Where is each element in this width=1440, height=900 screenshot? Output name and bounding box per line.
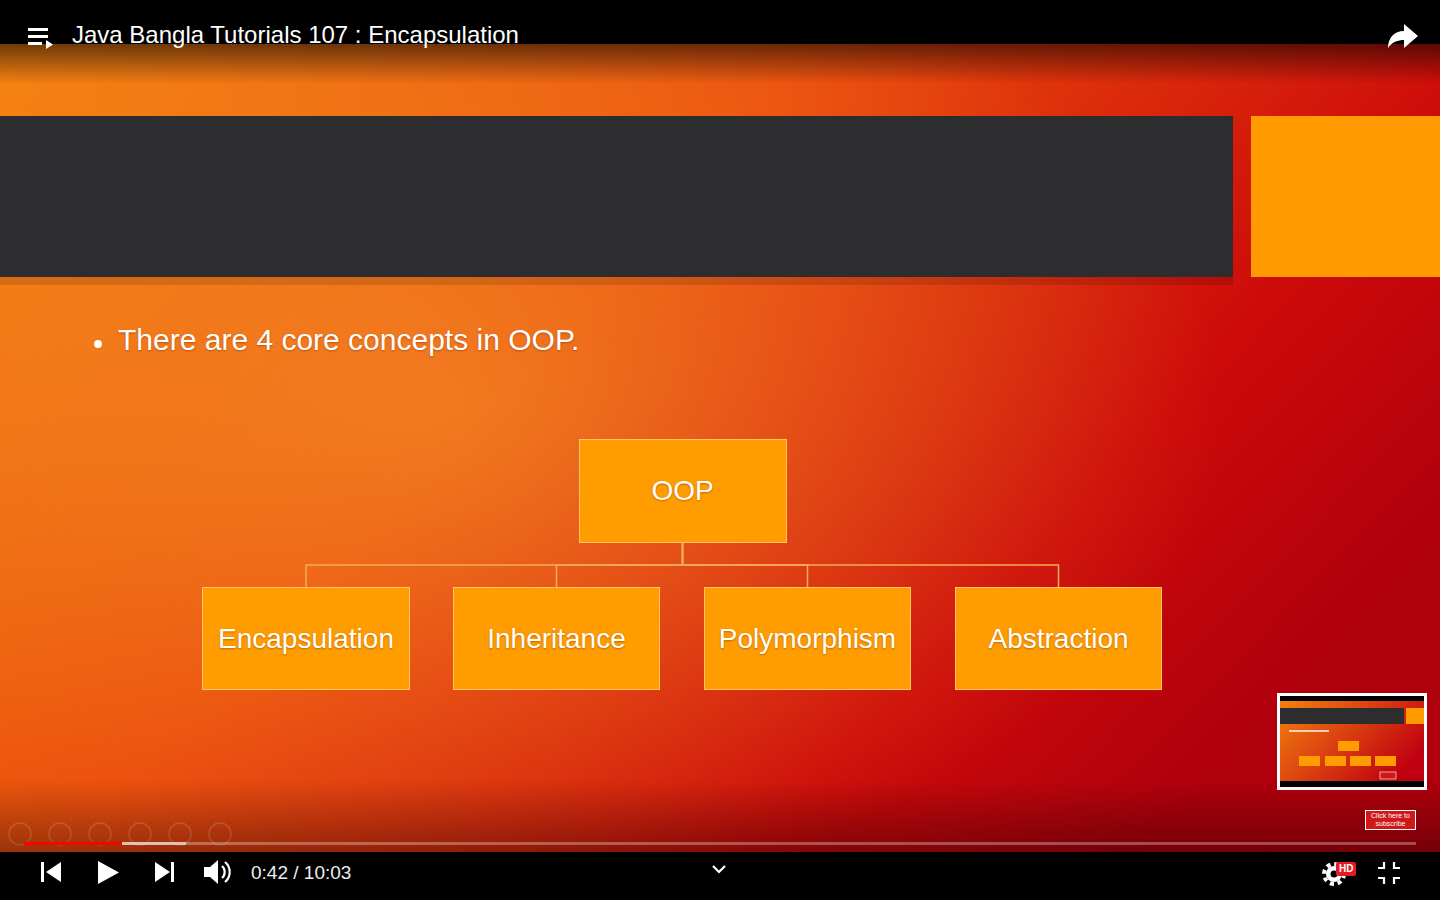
concept-box: Polymorphism bbox=[704, 587, 911, 690]
box-label: Encapsulation bbox=[218, 623, 394, 655]
root-box: OOP bbox=[579, 439, 787, 543]
hd-badge: HD bbox=[1336, 862, 1356, 876]
box-label: Abstraction bbox=[988, 623, 1128, 655]
subscribe-button: Click here to subscribe bbox=[1365, 810, 1416, 830]
box-label: Inheritance bbox=[487, 623, 626, 655]
concept-box: Encapsulation bbox=[202, 587, 410, 690]
tree-connector bbox=[306, 543, 683, 587]
box-label: OOP bbox=[651, 475, 713, 507]
box-label: Polymorphism bbox=[719, 623, 896, 655]
time-display: 0:42 / 10:03 bbox=[251, 862, 351, 884]
bullet-text: There are 4 core concepts in OOP. bbox=[118, 323, 579, 357]
tree-connector bbox=[683, 543, 1059, 587]
video-title: Java Bangla Tutorials 107 : Encapsulatio… bbox=[72, 21, 519, 49]
concept-box: Inheritance bbox=[453, 587, 660, 690]
tree-connector bbox=[557, 543, 683, 587]
concept-box: Abstraction bbox=[955, 587, 1162, 690]
